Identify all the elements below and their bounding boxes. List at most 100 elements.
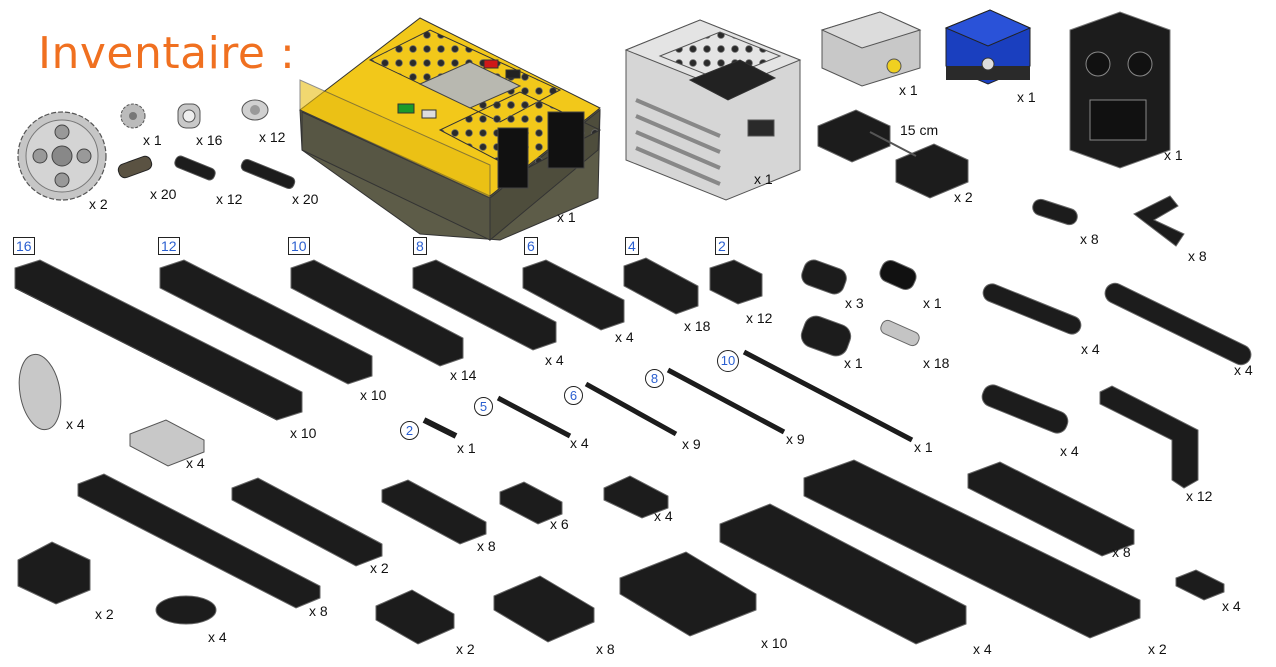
qty-gear: x 2: [89, 196, 108, 212]
plate-2x2: [499, 481, 563, 525]
qty-beam16: x 10: [290, 425, 317, 441]
axle-length-5: 5: [474, 397, 493, 416]
round-plate: [155, 595, 217, 625]
beam-6: [522, 259, 625, 331]
axle-connector: [879, 260, 917, 290]
qty-plate2x2: x 6: [550, 516, 569, 532]
qty-wire: x 2: [954, 189, 973, 205]
tile-1x2: [1175, 569, 1225, 601]
connector-wire: [817, 109, 969, 199]
cable-length-label: 15 cm: [900, 122, 939, 138]
axle-6: [584, 381, 678, 437]
beam-length-6: 6: [524, 237, 538, 255]
qty-tile-long: x 8: [1112, 544, 1131, 560]
qty-grey-plate: x 4: [186, 455, 205, 471]
qty-axle2: x 1: [457, 440, 476, 456]
grey-plate-with-rail: [129, 419, 205, 467]
beam-length-4: 4: [625, 237, 639, 255]
axle-length-8: 8: [645, 369, 664, 388]
gear-24-tooth: [17, 111, 107, 201]
qty-bent-liftarm: x 12: [1186, 488, 1213, 504]
qty-plate6x16: x 2: [1148, 641, 1167, 657]
beam-length-2: 2: [715, 237, 729, 255]
qty-small-gear: x 1: [143, 132, 162, 148]
axle-2: [422, 417, 458, 439]
qty-axle-pin: x 20: [150, 186, 177, 202]
qty-frame: x 1: [1164, 147, 1183, 163]
beam-2: [709, 259, 763, 305]
qty-plate2x8: x 8: [309, 603, 328, 619]
beam-length-10: 10: [288, 237, 310, 255]
axle-5: [496, 395, 572, 439]
qty-tire-big: x 1: [844, 355, 863, 371]
qty-motor: x 1: [754, 171, 773, 187]
plate-2x2-b: [603, 475, 669, 519]
friction-pin: [174, 155, 216, 181]
beam-8: [412, 259, 557, 351]
beam-length-16: 16: [13, 237, 35, 255]
axle-pin: [117, 155, 153, 179]
tire-small: [801, 259, 847, 295]
qty-slope: x 2: [95, 606, 114, 622]
liftarm-5: [981, 384, 1069, 434]
qty-round-plate: x 4: [208, 629, 227, 645]
beam-16: [14, 259, 303, 421]
plate-6x16: [803, 459, 1141, 639]
axle-10: [742, 349, 914, 443]
liftarm-9: [1104, 282, 1252, 366]
plate-2x8: [231, 477, 383, 567]
technic-frame: [1069, 11, 1171, 169]
qty-panel: x 4: [66, 416, 85, 432]
curved-panel: [18, 353, 62, 431]
qty-plate3x6: x 8: [596, 641, 615, 657]
long-pin: [240, 158, 296, 190]
qty-plate2x2-b: x 4: [654, 508, 673, 524]
qty-liftarm9: x 4: [1234, 362, 1253, 378]
slope-brick: [17, 541, 91, 605]
rcx-brick: [299, 17, 602, 242]
beam-10: [290, 259, 464, 367]
axle-length-10: 10: [717, 350, 739, 372]
qty-plate4x8: x 10: [761, 635, 788, 651]
qty-beam6: x 4: [615, 329, 634, 345]
qty-plate2x10: x 2: [370, 560, 389, 576]
qty-friction-pin: x 12: [216, 191, 243, 207]
plate-2x10: [77, 473, 321, 609]
qty-axle10: x 1: [914, 439, 933, 455]
axle-length-6: 6: [564, 386, 583, 405]
qty-liftarm6: x 4: [1081, 341, 1100, 357]
plate-2x6: [381, 479, 487, 545]
qty-tile1x2: x 4: [1222, 598, 1241, 614]
qty-liftarm5: x 4: [1060, 443, 1079, 459]
plate-6x12: [719, 503, 967, 645]
tire-big: [800, 315, 852, 357]
beam-length-8: 8: [413, 237, 427, 255]
qty-tire-small: x 3: [845, 295, 864, 311]
qty-plate6x12: x 4: [973, 641, 992, 657]
liftarm-3: [1032, 198, 1078, 226]
qty-axle5: x 4: [570, 435, 589, 451]
qty-battery-box: x 1: [1017, 89, 1036, 105]
qty-grey-pin: x 18: [923, 355, 950, 371]
small-gear: [120, 103, 146, 129]
qty-half-bush: x 12: [259, 129, 286, 145]
qty-beam10: x 14: [450, 367, 477, 383]
qty-bush: x 16: [196, 132, 223, 148]
qty-axle8: x 9: [786, 431, 805, 447]
tile-long: [967, 461, 1135, 557]
qty-liftarm3: x 8: [1080, 231, 1099, 247]
beam-length-12: 12: [158, 237, 180, 255]
bush: [177, 103, 201, 129]
battery-box: [944, 9, 1032, 85]
qty-plate2x6: x 8: [477, 538, 496, 554]
qty-plate2x4: x 2: [456, 641, 475, 657]
qty-axle6: x 9: [682, 436, 701, 452]
l-shaped-liftarm: [1133, 195, 1185, 247]
grey-pin: [880, 319, 920, 347]
qty-beam2: x 12: [746, 310, 773, 326]
beam-4: [623, 257, 699, 315]
plate-2x4: [375, 589, 455, 645]
beam-12: [159, 259, 373, 385]
